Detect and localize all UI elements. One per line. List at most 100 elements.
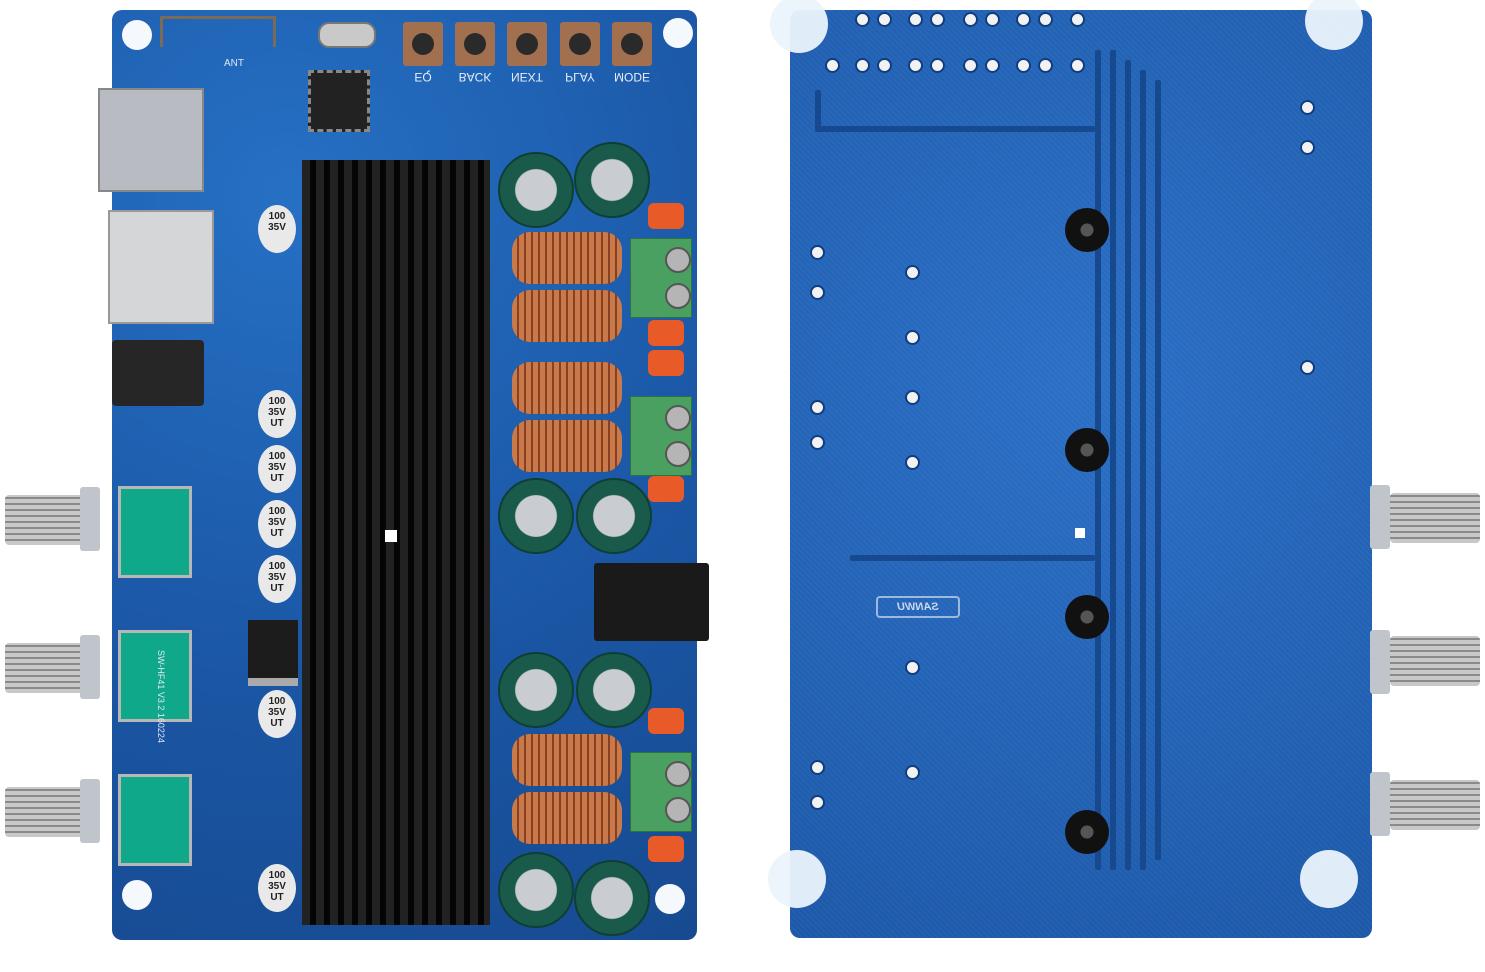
copper-trace — [1125, 60, 1131, 870]
copper-trace — [815, 90, 821, 130]
rubber-foot — [1300, 850, 1358, 908]
film-capacitor — [648, 320, 684, 346]
sanwu-logo: SANWU — [876, 596, 960, 618]
heatsink-screw — [1065, 810, 1109, 854]
film-capacitor — [648, 836, 684, 862]
bass-freq-potentiometer[interactable] — [118, 774, 192, 866]
next-label: NEXT — [510, 70, 543, 84]
cap-voltage: 35V — [268, 707, 286, 718]
cap-value: 100 — [268, 396, 286, 407]
cap-brand: UT — [270, 473, 284, 484]
antenna-label: ANT — [224, 58, 244, 69]
pot-nut — [80, 487, 100, 551]
pot-nut — [80, 635, 100, 699]
toroid-inductor — [512, 792, 622, 844]
aux-audio-jack[interactable] — [112, 340, 204, 406]
play-label: PLAY — [565, 70, 595, 84]
toroid-inductor — [512, 232, 622, 284]
bass-volume-potentiometer[interactable] — [118, 630, 192, 722]
pot-nut — [1370, 485, 1390, 549]
cap-voltage: 35V — [268, 462, 286, 473]
cap-voltage: 35V — [268, 881, 286, 892]
heatsink-screw — [1065, 428, 1109, 472]
cap-brand: UT — [270, 892, 284, 903]
dc-power-jack[interactable] — [594, 563, 709, 641]
usb-port[interactable] — [98, 88, 204, 192]
copper-trace — [1140, 70, 1146, 870]
tf-card-slot[interactable] — [108, 210, 214, 324]
film-capacitor — [648, 476, 684, 502]
cap-value: 100 — [268, 696, 286, 707]
speaker-terminal[interactable] — [630, 238, 692, 318]
copper-trace — [850, 555, 1095, 561]
cap-value: 100 — [268, 506, 286, 517]
cap-value: 100 — [268, 870, 286, 881]
heatsink-screw — [1065, 595, 1109, 639]
cap-voltage: 35V — [268, 572, 286, 583]
next-button[interactable] — [507, 22, 547, 66]
electrolytic-capacitor — [498, 852, 574, 928]
cap-value: 100 — [268, 451, 286, 462]
cap-brand: UT — [270, 418, 284, 429]
cap-voltage: 35V — [268, 517, 286, 528]
speaker-terminal[interactable] — [630, 396, 692, 476]
eq-label: EQ — [414, 70, 432, 84]
toroid-inductor — [512, 362, 622, 414]
electrolytic-capacitor — [498, 152, 574, 228]
cap-voltage: 35V — [268, 222, 286, 233]
voltage-regulator — [248, 620, 298, 686]
mounting-hole — [663, 18, 693, 48]
cap-value: 100 — [268, 561, 286, 572]
bass-freq-knob-shaft-back[interactable] — [1390, 780, 1480, 830]
film-capacitor — [648, 708, 684, 734]
cap-brand: UT — [270, 528, 284, 539]
heatsink-screw — [1065, 208, 1109, 252]
copper-trace — [1110, 50, 1116, 870]
volume-potentiometer[interactable] — [118, 486, 192, 578]
mode-button[interactable] — [612, 22, 652, 66]
toroid-inductor — [512, 734, 622, 786]
bluetooth-chip — [308, 70, 370, 132]
back-button[interactable] — [455, 22, 495, 66]
film-capacitor — [648, 350, 684, 376]
rubber-foot — [1305, 0, 1363, 50]
play-button[interactable] — [560, 22, 600, 66]
pot-nut — [80, 779, 100, 843]
copper-trace — [815, 126, 1095, 132]
back-label: BACK — [458, 70, 492, 84]
mounting-hole — [655, 884, 685, 914]
speaker-terminal[interactable] — [630, 752, 692, 832]
pot-nut — [1370, 772, 1390, 836]
pcb-back-board — [790, 10, 1372, 938]
cap-brand: UT — [270, 718, 284, 729]
rubber-foot — [768, 850, 826, 908]
bass-volume-knob-shaft-back[interactable] — [1390, 636, 1480, 686]
mounting-hole — [122, 880, 152, 910]
version-silkscreen: SW-HF41 V3.2 160224 — [156, 650, 166, 743]
heatsink-gap — [385, 530, 397, 542]
electrolytic-capacitor — [498, 652, 574, 728]
copper-trace — [1155, 80, 1161, 860]
board-hole — [1075, 528, 1085, 538]
volume-knob-shaft-back[interactable] — [1390, 493, 1480, 543]
electrolytic-capacitor — [498, 478, 574, 554]
cap-value: 100 — [268, 211, 286, 222]
crystal-oscillator — [318, 22, 376, 48]
rubber-foot — [770, 0, 828, 53]
cap-brand: UT — [270, 583, 284, 594]
electrolytic-capacitor — [576, 478, 652, 554]
electrolytic-capacitor — [574, 860, 650, 936]
electrolytic-capacitor — [574, 142, 650, 218]
mounting-hole — [122, 20, 152, 50]
pot-nut — [1370, 630, 1390, 694]
mode-label: MODE — [614, 70, 650, 84]
cap-voltage: 35V — [268, 407, 286, 418]
eq-button[interactable] — [403, 22, 443, 66]
